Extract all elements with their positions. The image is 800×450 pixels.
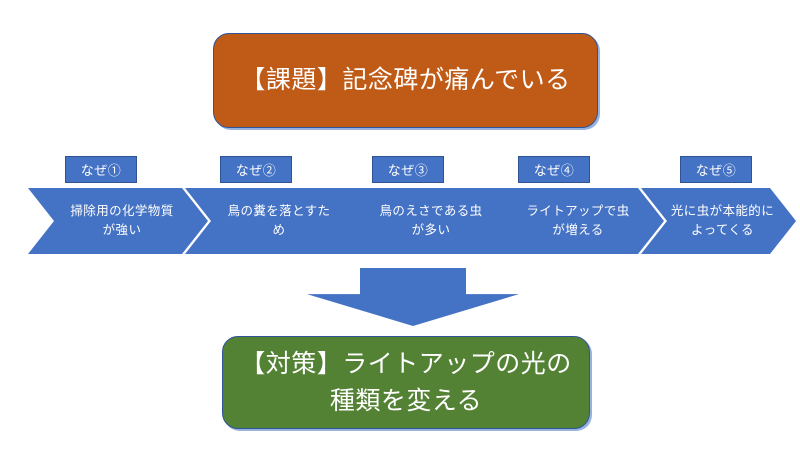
why-step-1[interactable]: 掃除用の化学物質が強い: [28, 188, 208, 254]
why-tag-3-label: なぜ③: [387, 163, 429, 178]
why-tag-1-label: なぜ①: [80, 163, 122, 178]
why-step-2-label: 鳥の糞を落とすため: [227, 203, 331, 237]
why-chain-row: 掃除用の化学物質が強い 鳥の糞を落とすため 鳥のえさである虫が多い ライトアップ…: [0, 188, 800, 254]
why-tag-3[interactable]: なぜ③: [372, 156, 444, 183]
problem-statement-box[interactable]: 【課題】記念碑が痛んでいる: [213, 33, 598, 128]
countermeasure-label: 【対策】ライトアップの光の種類を変える: [240, 350, 572, 415]
why-step-2[interactable]: 鳥の糞を落とすため: [185, 188, 365, 254]
why-tag-2-label: なぜ②: [235, 163, 277, 178]
why-step-5-label: 光に虫が本能的によってくる: [670, 203, 775, 237]
why-tag-1[interactable]: なぜ①: [65, 156, 137, 183]
countermeasure-box[interactable]: 【対策】ライトアップの光の種類を変える: [222, 336, 590, 429]
why-tag-4-label: なぜ④: [533, 163, 575, 178]
why-step-1-label: 掃除用の化学物質が強い: [70, 203, 174, 237]
problem-statement-label: 【課題】記念碑が痛んでいる: [240, 66, 571, 95]
why-tag-2[interactable]: なぜ②: [220, 156, 292, 183]
why-step-5[interactable]: 光に虫が本能的によってくる: [641, 188, 796, 254]
why-step-3-label: 鳥のえさである虫が多い: [379, 203, 483, 237]
why-step-3[interactable]: 鳥のえさである虫が多い: [337, 188, 517, 254]
why-tag-4[interactable]: なぜ④: [518, 156, 590, 183]
why-tag-5-label: なぜ⑤: [695, 163, 737, 178]
why-tag-5[interactable]: なぜ⑤: [680, 156, 752, 183]
down-arrow-icon: [307, 268, 519, 326]
why-step-4[interactable]: ライトアップで虫が増える: [484, 188, 664, 254]
why-step-4-label: ライトアップで虫が増える: [526, 203, 630, 237]
